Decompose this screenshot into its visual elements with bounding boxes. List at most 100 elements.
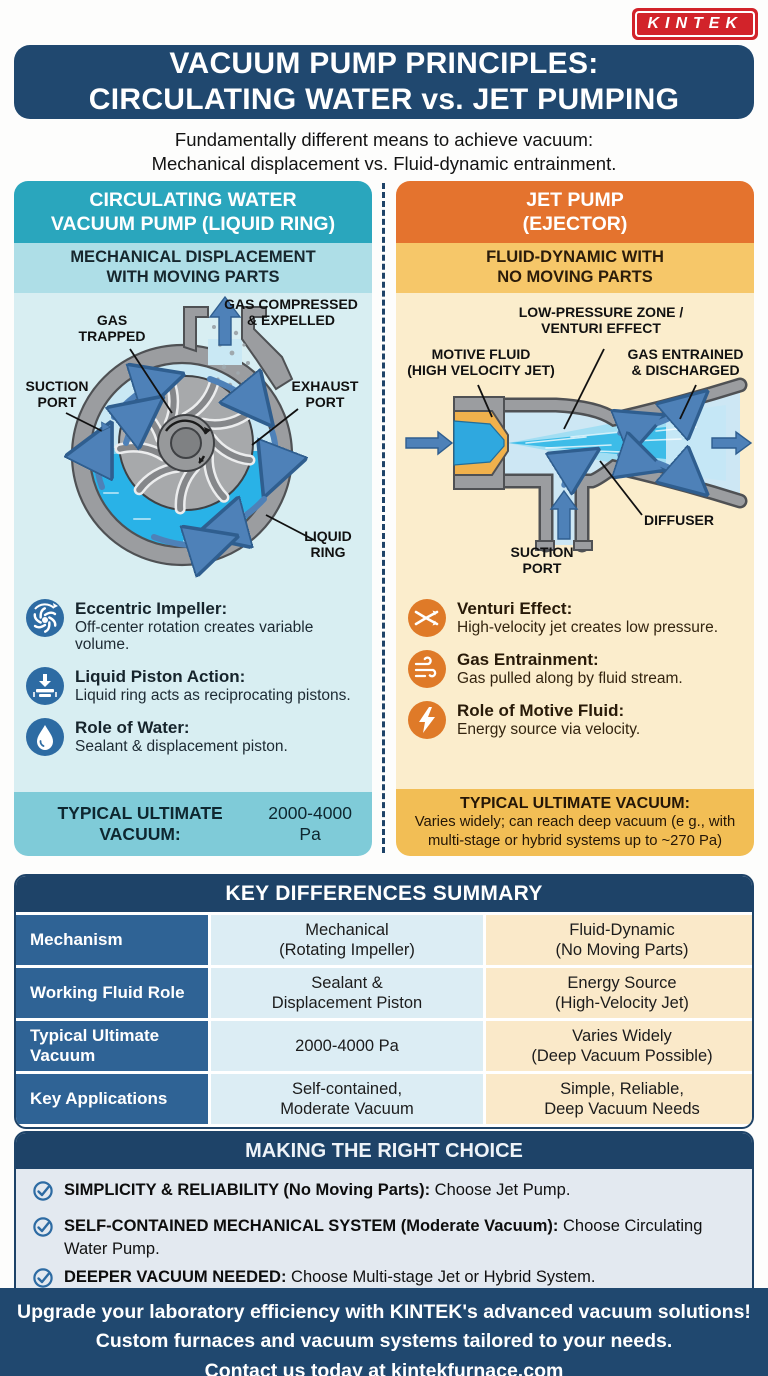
venturi-icon xyxy=(408,599,446,637)
feature-title: Eccentric Impeller: xyxy=(75,599,228,618)
feature-title: Role of Motive Fluid: xyxy=(457,701,625,720)
suction-arrowhead xyxy=(101,421,112,432)
liquid-ring-pump-diagram: GAS TRAPPED GAS COMPRESSED & EXPELLED SU… xyxy=(14,293,372,591)
footer-cta: Upgrade your laboratory efficiency with … xyxy=(0,1288,768,1376)
leader-lines xyxy=(65,348,317,542)
table-row: Mechanism Mechanical (Rotating Impeller)… xyxy=(16,915,752,965)
panel-jet-pump: JET PUMP (EJECTOR) FLUID-DYNAMIC WITH NO… xyxy=(396,181,754,856)
impeller-icon xyxy=(26,599,64,637)
row-label: Mechanism xyxy=(16,915,208,965)
feature-desc: Off-center rotation creates variable vol… xyxy=(75,618,314,654)
row-label: Key Applications xyxy=(16,1074,208,1124)
feature-title: Role of Water: xyxy=(75,718,190,738)
flow-arrows xyxy=(97,379,275,545)
row-right-value: Energy Source (High-Velocity Jet) xyxy=(486,968,752,1018)
making-right-choice-section: MAKING THE RIGHT CHOICE SIMPLICITY & REL… xyxy=(14,1131,754,1317)
table-title: KEY DIFFERENCES SUMMARY xyxy=(16,876,752,912)
choice-rest: Choose Circulating Water Pump. xyxy=(64,1216,703,1258)
outlet-arrow xyxy=(711,430,753,456)
suction-flanges xyxy=(535,540,593,551)
feature-venturi-effect: Venturi Effect: High-velocity jet create… xyxy=(408,599,742,637)
label-gas-entrained: GAS ENTRAINED & DISCHARGED xyxy=(627,346,744,378)
page-subtitle: Fundamentally different means to achieve… xyxy=(151,129,617,175)
left-vacuum-spec: TYPICAL ULTIMATE VACUUM: 2000-4000 Pa xyxy=(14,792,372,856)
inlet-arrow xyxy=(405,430,454,456)
choice-bold: DEEPER VACUUM NEEDED: xyxy=(64,1268,287,1287)
left-panel-subtitle: MECHANICAL DISPLACEMENT WITH MOVING PART… xyxy=(14,243,372,293)
feature-role-of-water: Role of Water: Sealant & displacement pi… xyxy=(26,718,360,757)
row-right-value: Simple, Reliable, Deep Vacuum Needs xyxy=(486,1074,752,1124)
footer-line1: Upgrade your laboratory efficiency with … xyxy=(17,1301,751,1323)
table-row: Key Applications Self-contained, Moderat… xyxy=(16,1074,752,1124)
table-row: Typical Ultimate Vacuum 2000-4000 Pa Var… xyxy=(16,1021,752,1071)
row-left-value: 2000-4000 Pa xyxy=(211,1021,483,1071)
feature-desc: Sealant & displacement piston. xyxy=(75,737,288,755)
feature-title: Gas Entrainment: xyxy=(457,650,599,669)
row-label: Typical Ultimate Vacuum xyxy=(16,1021,208,1071)
footer-line2: Custom furnaces and vacuum systems tailo… xyxy=(95,1330,673,1353)
feature-desc: High-velocity jet creates low pressure. xyxy=(457,618,719,636)
label-liquid-ring: LIQUID RING xyxy=(304,528,352,560)
vacuum-value: Varies widely; can reach deep vacuum (e … xyxy=(414,814,736,849)
panel-circulating-water: CIRCULATING WATER VACUUM PUMP (LIQUID RI… xyxy=(14,181,372,856)
row-label: Working Fluid Role xyxy=(16,968,208,1018)
label-low-pressure-zone: LOW-PRESSURE ZONE / VENTURI EFFECT xyxy=(518,304,684,336)
label-exhaust-port: EXHAUST PORT xyxy=(291,378,359,410)
vacuum-label: TYPICAL ULTIMATE VACUUM: xyxy=(460,795,690,813)
right-panel-title: JET PUMP (EJECTOR) xyxy=(396,181,754,243)
feature-title: Liquid Piston Action: xyxy=(75,667,246,687)
feature-desc: Liquid ring acts as reciprocating piston… xyxy=(75,686,351,704)
row-right-value: Fluid-Dynamic (No Moving Parts) xyxy=(486,915,752,965)
choice-rest: Choose Multi-stage Jet or Hybrid System. xyxy=(286,1268,596,1287)
right-feature-list: Venturi Effect: High-velocity jet create… xyxy=(396,591,754,790)
comparison-panels: CIRCULATING WATER VACUUM PUMP (LIQUID RI… xyxy=(14,181,754,856)
choice-item: SELF-CONTAINED MECHANICAL SYSTEM (Modera… xyxy=(32,1215,736,1261)
panel-divider xyxy=(382,183,385,853)
page-title: VACUUM PUMP PRINCIPLES: CIRCULATING WATE… xyxy=(14,45,754,119)
label-motive-fluid: MOTIVE FLUID (HIGH VELOCITY JET) xyxy=(407,346,555,378)
kintek-logo-text: KINTEK xyxy=(635,11,755,37)
left-feature-list: Eccentric Impeller: Off-center rotation … xyxy=(14,591,372,792)
right-panel-subtitle: FLUID-DYNAMIC WITH NO MOVING PARTS xyxy=(396,243,754,293)
choice-rest: Choose Jet Pump. xyxy=(430,1181,571,1199)
label-diffuser: DIFFUSER xyxy=(644,512,714,528)
left-panel-title: CIRCULATING WATER VACUUM PUMP (LIQUID RI… xyxy=(14,181,372,243)
exhaust-port-walls xyxy=(183,306,294,391)
label-suction-port: SUCTION PORT xyxy=(25,378,89,410)
right-vacuum-spec: TYPICAL ULTIMATE VACUUM: Varies widely; … xyxy=(396,789,754,856)
feature-title: Venturi Effect: xyxy=(457,599,573,618)
feature-desc: Gas pulled along by fluid stream. xyxy=(457,669,683,687)
table-row: Working Fluid Role Sealant & Displacemen… xyxy=(16,968,752,1018)
exhaust-arrow xyxy=(208,295,242,346)
feature-role-of-motive-fluid: Role of Motive Fluid: Energy source via … xyxy=(408,701,742,739)
jet-pump-drawing xyxy=(405,348,753,553)
piston-icon xyxy=(26,667,64,706)
row-left-value: Mechanical (Rotating Impeller) xyxy=(211,915,483,965)
feature-gas-entrainment: Gas Entrainment: Gas pulled along by flu… xyxy=(408,650,742,688)
droplet-icon xyxy=(26,718,64,757)
feature-liquid-piston: Liquid Piston Action: Liquid ring acts a… xyxy=(26,667,360,706)
row-left-value: Self-contained, Moderate Vacuum xyxy=(211,1074,483,1124)
title-line1: VACUUM PUMP PRINCIPLES: xyxy=(169,47,599,80)
choice-item: DEEPER VACUUM NEEDED: Choose Multi-stage… xyxy=(32,1266,736,1296)
entrained-arrows xyxy=(564,401,696,485)
row-left-value: Sealant & Displacement Piston xyxy=(211,968,483,1018)
vacuum-value: 2000-4000 Pa xyxy=(268,803,352,844)
label-gas-compressed: GAS COMPRESSED & EXPELLED xyxy=(224,296,358,328)
feature-desc: Energy source via velocity. xyxy=(457,720,641,738)
feature-eccentric-impeller: Eccentric Impeller: Off-center rotation … xyxy=(26,599,360,654)
title-line2: CIRCULATING WATER vs. JET PUMPING xyxy=(88,83,680,116)
bolt-icon xyxy=(408,701,446,739)
row-right-value: Varies Widely (Deep Vacuum Possible) xyxy=(486,1021,752,1071)
check-circle-icon xyxy=(32,1216,54,1245)
choice-title: MAKING THE RIGHT CHOICE xyxy=(16,1133,752,1169)
label-gas-trapped: GAS TRAPPED xyxy=(78,312,146,344)
kintek-logo: KINTEK xyxy=(632,8,758,40)
wind-icon xyxy=(408,650,446,688)
key-differences-table: KEY DIFFERENCES SUMMARY Mechanism Mechan… xyxy=(14,874,754,1129)
choice-list: SIMPLICITY & RELIABILITY (No Moving Part… xyxy=(16,1169,752,1314)
rotation-arrow xyxy=(165,419,208,435)
choice-item: SIMPLICITY & RELIABILITY (No Moving Part… xyxy=(32,1179,736,1209)
suction-arrow xyxy=(549,489,579,540)
